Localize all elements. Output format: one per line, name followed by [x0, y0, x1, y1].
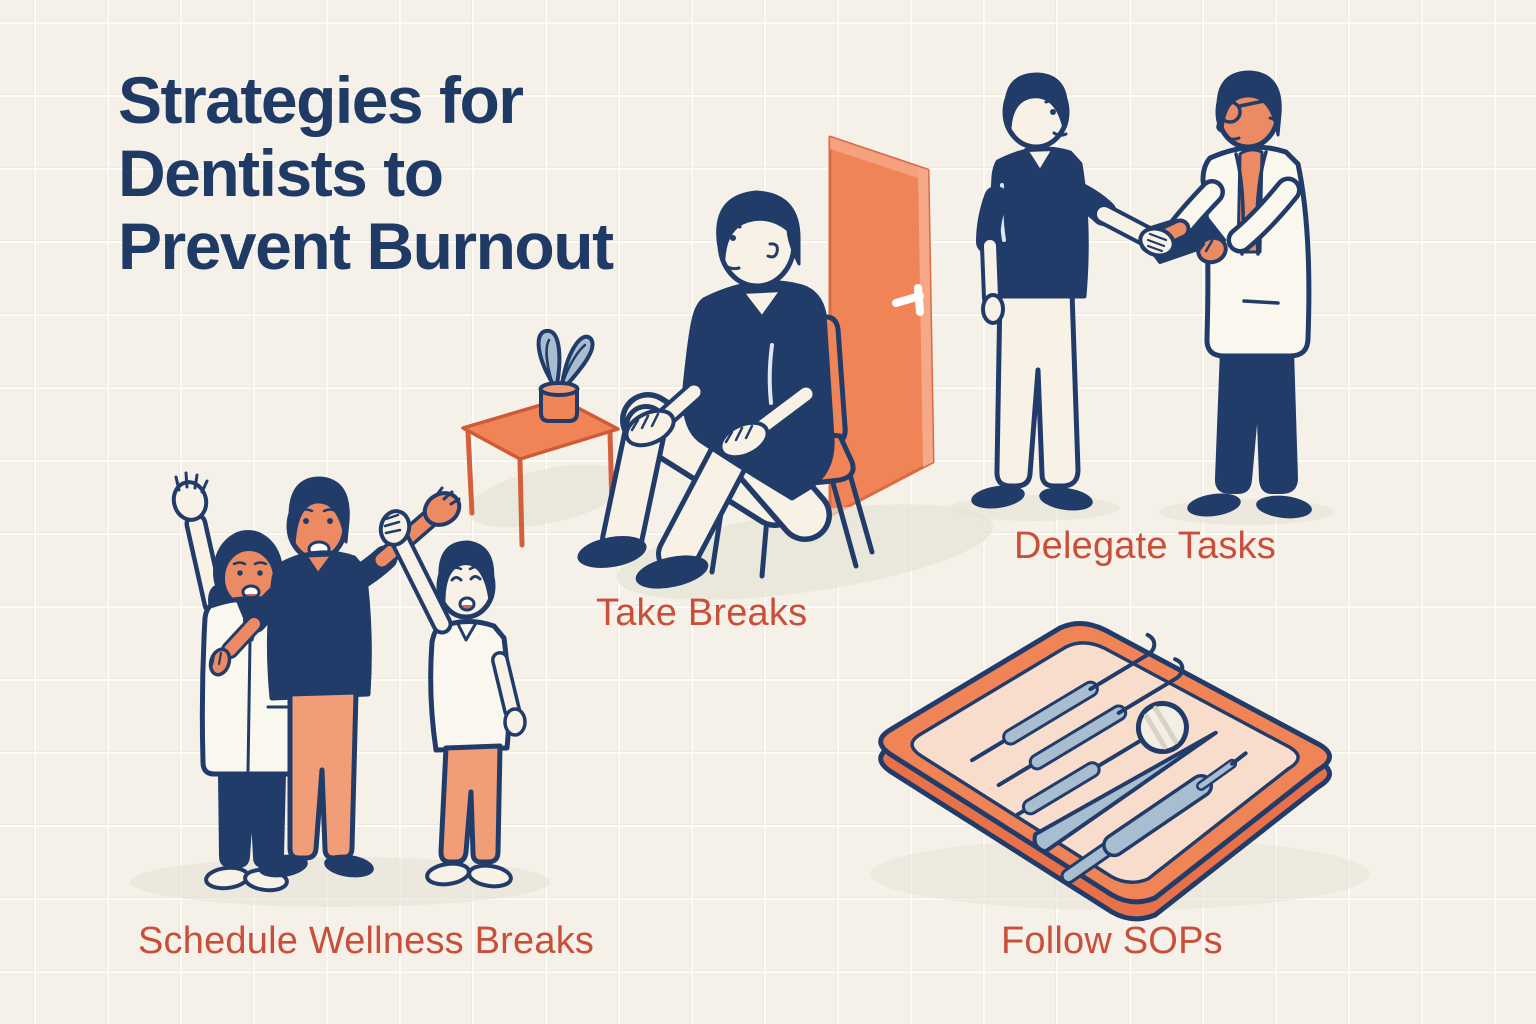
label-follow-sops: Follow SOPs: [1001, 920, 1223, 962]
table-shadow: [467, 464, 629, 528]
dental-instruments: [970, 632, 1248, 885]
hand: [208, 647, 232, 677]
label-schedule-wellness-breaks: Schedule Wellness Breaks: [138, 920, 595, 962]
label-take-breaks: Take Breaks: [596, 592, 808, 634]
hand: [1196, 235, 1228, 265]
illustration-follow-sops: [870, 621, 1370, 922]
door-handle-icon: [892, 284, 924, 316]
door: [828, 135, 935, 518]
handshake-hands: [1138, 226, 1176, 258]
hand: [378, 509, 412, 547]
handpiece-instrument: [1060, 751, 1248, 885]
person-in-scrubs: [971, 72, 1176, 511]
chair-shadow: [616, 504, 994, 600]
label-delegate-tasks: Delegate Tasks: [1014, 525, 1276, 567]
hand: [718, 420, 770, 460]
potted-plant: [536, 328, 595, 423]
glasses-icon: [1218, 99, 1266, 124]
waving-man-in-scrubs: [208, 476, 462, 878]
hand: [171, 471, 209, 522]
scaler-instrument: [970, 632, 1157, 763]
illustration-delegate-tasks: [950, 70, 1335, 525]
hand: [624, 408, 676, 448]
page-title: Strategies for Dentists to Prevent Burno…: [118, 63, 614, 283]
tweezers-instrument: [1032, 730, 1218, 854]
instrument-tray: [878, 621, 1332, 922]
sitting-person: [577, 190, 835, 589]
hand: [422, 486, 462, 527]
illustration-take-breaks: [461, 135, 994, 600]
mouth-mirror-instrument: [1015, 700, 1189, 817]
waving-person-in-white-shirt: [378, 509, 527, 889]
illustration-schedule-wellness-breaks: [130, 471, 550, 907]
dentist-with-clipboard: [1136, 70, 1312, 519]
scaler-instrument: [996, 657, 1185, 788]
